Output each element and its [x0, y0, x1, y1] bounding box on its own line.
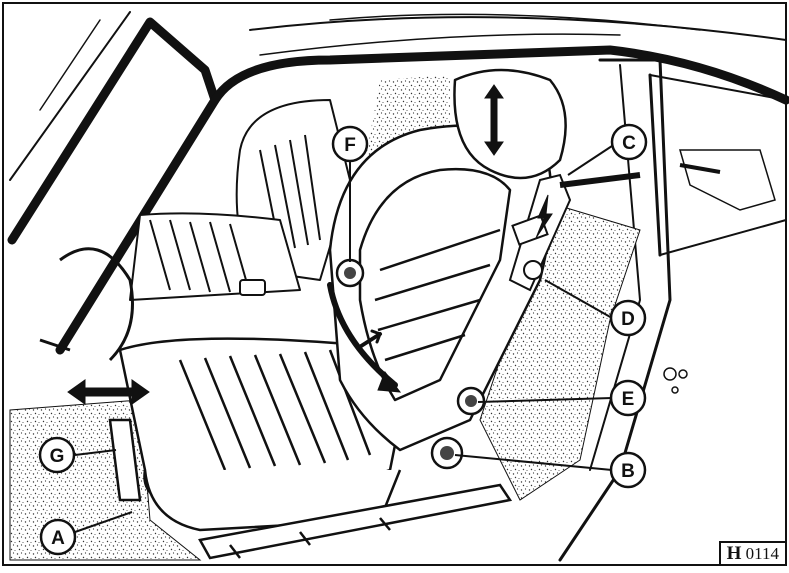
callout-label: C — [622, 133, 636, 154]
callout-G: G — [40, 438, 74, 472]
callout-label: F — [344, 135, 356, 156]
callout-label: B — [621, 461, 635, 482]
figure-reference-code: H 0114 — [719, 541, 787, 566]
knob-cushion-height — [432, 438, 462, 468]
callout-D: D — [611, 301, 645, 335]
reference-prefix: H — [727, 543, 742, 564]
seatbelt-height-adjuster — [524, 261, 542, 279]
callout-label: G — [50, 446, 65, 467]
callout-F: F — [333, 127, 367, 161]
callout-label: E — [622, 389, 635, 410]
callout-C: C — [612, 125, 646, 159]
callout-E: E — [611, 381, 645, 415]
reference-number: 0114 — [746, 544, 779, 563]
callout-label: A — [51, 528, 65, 549]
knob-backrest-recline — [337, 260, 363, 286]
callout-label: D — [621, 309, 635, 330]
callout-A: A — [41, 520, 75, 554]
callout-B: B — [611, 453, 645, 487]
